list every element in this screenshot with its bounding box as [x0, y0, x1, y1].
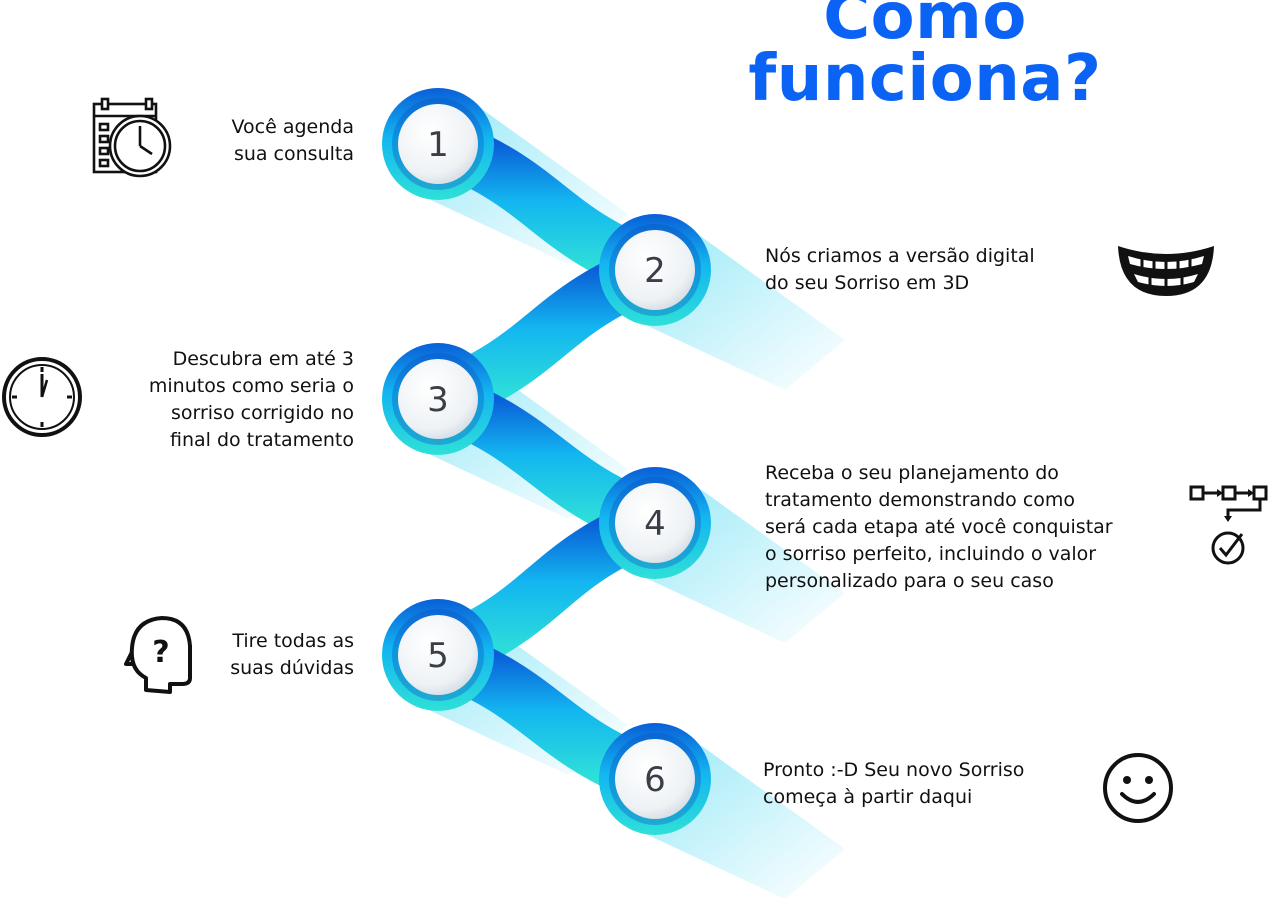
step-node-2: 2 [599, 214, 711, 326]
step-5-number: 5 [427, 636, 449, 676]
chain-nodes: 1 2 3 4 5 6 [382, 88, 711, 835]
workflow-check-icon [1189, 485, 1268, 565]
svg-text:?: ? [152, 635, 169, 670]
step-node-5: 5 [382, 599, 494, 711]
title-line-2: funciona? [748, 42, 1102, 116]
step-node-6: 6 [599, 723, 711, 835]
step-4-number: 4 [644, 504, 666, 544]
step-node-3: 3 [382, 343, 494, 455]
calendar-clock-icon [92, 97, 172, 178]
title-line-1: Como [823, 0, 1027, 54]
step-2-number: 2 [644, 251, 666, 291]
page-title: Como funciona? [700, 0, 1150, 116]
smiley-face-icon [1103, 753, 1173, 823]
clock-icon [2, 357, 82, 437]
step-6-number: 6 [644, 760, 666, 800]
step-node-4: 4 [599, 467, 711, 579]
smile-teeth-icon [1118, 246, 1214, 296]
step-node-1: 1 [382, 88, 494, 200]
head-question-icon: ? [124, 616, 192, 694]
step-1-number: 1 [427, 125, 449, 165]
step-3-number: 3 [427, 380, 449, 420]
